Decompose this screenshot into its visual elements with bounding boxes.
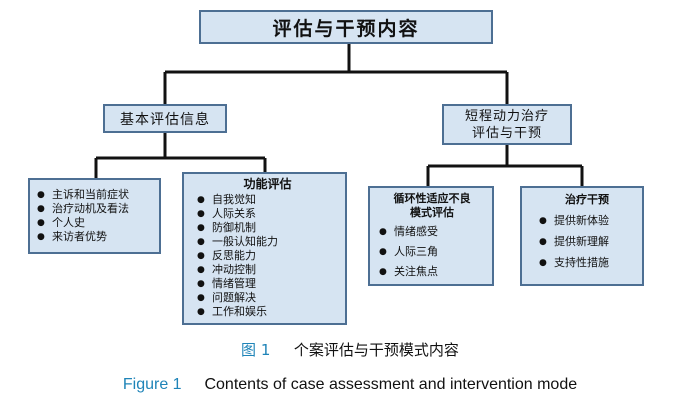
- dynamic-therapy-line-2: 评估与干预: [471, 125, 542, 141]
- list-item: 人际三角: [376, 245, 488, 259]
- cycle-eval-box: 循环性适应不良 模式评估 情绪感受 人际三角 关注焦点: [368, 186, 494, 286]
- treatment-title: 治疗干预: [565, 193, 609, 206]
- list-item: 反思能力: [194, 249, 341, 263]
- dynamic-therapy-branch-box: 短程动力治疗 评估与干预: [442, 104, 572, 145]
- caption-en-text: Contents of case assessment and interven…: [204, 376, 578, 393]
- cycle-eval-title: 循环性适应不良 模式评估: [376, 192, 488, 220]
- list-item: 情绪管理: [194, 277, 341, 291]
- list-item: 一般认知能力: [194, 235, 341, 249]
- list-item: 个人史: [34, 216, 155, 230]
- list-item: 冲动控制: [194, 263, 341, 277]
- list-item: 提供新理解: [536, 235, 638, 249]
- caption-cn-prefix: 图 1: [241, 341, 271, 359]
- list-item: 来访者优势: [34, 230, 155, 244]
- list-item: 问题解决: [194, 291, 341, 305]
- caption-cn-text: 个案评估与干预模式内容: [293, 341, 459, 359]
- list-item: 自我觉知: [194, 193, 341, 207]
- basic-info-list: 主诉和当前症状 治疗动机及看法 个人史 来访者优势: [34, 188, 155, 244]
- list-item: 关注焦点: [376, 265, 488, 279]
- root-box: 评估与干预内容: [199, 10, 493, 44]
- figure-caption-cn: 图 1 个案评估与干预模式内容: [0, 340, 700, 360]
- treatment-list: 提供新体验 提供新理解 支持性措施: [536, 214, 638, 270]
- list-item: 情绪感受: [376, 225, 488, 239]
- cycle-eval-title-line-2: 模式评估: [410, 206, 454, 219]
- list-item: 治疗动机及看法: [34, 202, 155, 216]
- list-item: 人际关系: [194, 207, 341, 221]
- caption-en-prefix: Figure 1: [122, 376, 182, 393]
- cycle-eval-title-line-1: 循环性适应不良: [393, 192, 471, 205]
- list-item: 工作和娱乐: [194, 305, 341, 319]
- treatment-box: 治疗干预 提供新体验 提供新理解 支持性措施: [520, 186, 644, 286]
- list-item: 支持性措施: [536, 256, 638, 270]
- function-eval-title: 功能评估: [243, 177, 292, 191]
- dynamic-therapy-line-1: 短程动力治疗: [464, 108, 549, 124]
- list-item: 提供新体验: [536, 214, 638, 228]
- basic-info-branch-box: 基本评估信息: [103, 104, 227, 133]
- function-eval-box: 功能评估 自我觉知 人际关系 防御机制 一般认知能力 反思能力 冲动控制 情绪管…: [182, 172, 347, 325]
- function-eval-list: 自我觉知 人际关系 防御机制 一般认知能力 反思能力 冲动控制 情绪管理 问题解…: [194, 193, 341, 319]
- basic-info-box: 主诉和当前症状 治疗动机及看法 个人史 来访者优势: [28, 178, 161, 254]
- figure-caption-en: Figure 1 Contents of case assessment and…: [0, 375, 700, 395]
- cycle-eval-list: 情绪感受 人际三角 关注焦点: [376, 225, 488, 279]
- list-item: 防御机制: [194, 221, 341, 235]
- root-label: 评估与干预内容: [272, 17, 420, 40]
- list-item: 主诉和当前症状: [34, 188, 155, 202]
- basic-info-branch-label: 基本评估信息: [120, 111, 210, 128]
